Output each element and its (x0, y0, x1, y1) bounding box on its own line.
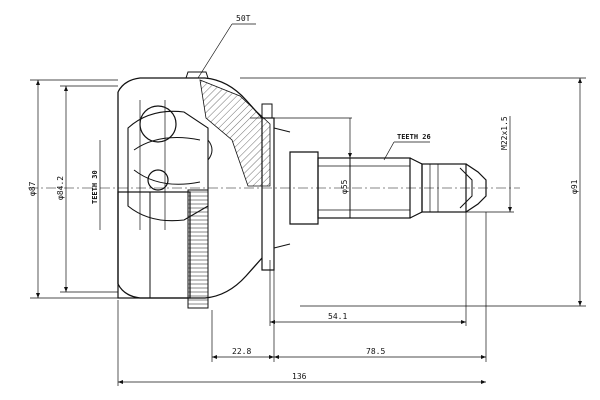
dia-inner-label: φ84.2 (56, 176, 65, 200)
dimension-arrow (118, 380, 123, 384)
dimension-arrow (461, 320, 466, 324)
dia-right-label: φ91 (570, 179, 579, 194)
dimension-arrow (36, 293, 40, 298)
dimension-arrow (64, 287, 68, 292)
len-total-label: 136 (292, 372, 307, 381)
dimension-arrow (269, 355, 274, 359)
dimension-arrow (578, 78, 582, 83)
angle-label: 50T (236, 14, 251, 23)
stub-shaft (289, 151, 487, 225)
bell-housing (117, 71, 291, 299)
dimension-arrow (348, 153, 352, 158)
dia-outer-label: φ87 (28, 181, 37, 196)
dimension-arrow (578, 301, 582, 306)
teeth-abs-label: TEETH 30 (91, 170, 99, 204)
dimension-arrow (481, 380, 486, 384)
thread-label: M22x1.5 (500, 116, 509, 150)
teeth-outer-label: TEETH 26 (397, 133, 431, 141)
abs-ring (187, 189, 209, 309)
dimension-arrow (508, 207, 512, 212)
dia-shaft-label: φ55 (340, 179, 349, 194)
dimension-arrow (274, 355, 279, 359)
dimension-arrow (212, 355, 217, 359)
dimension-arrow (36, 80, 40, 85)
inner-race (127, 100, 213, 230)
dimension-arrow (481, 355, 486, 359)
dimension-arrow (270, 320, 275, 324)
len-shaft-label: 54.1 (328, 312, 347, 321)
len-left-label: 22.8 (232, 347, 251, 356)
len-right-label: 78.5 (366, 347, 385, 356)
dimension-arrow (64, 86, 68, 91)
dimension-lines (30, 23, 586, 386)
